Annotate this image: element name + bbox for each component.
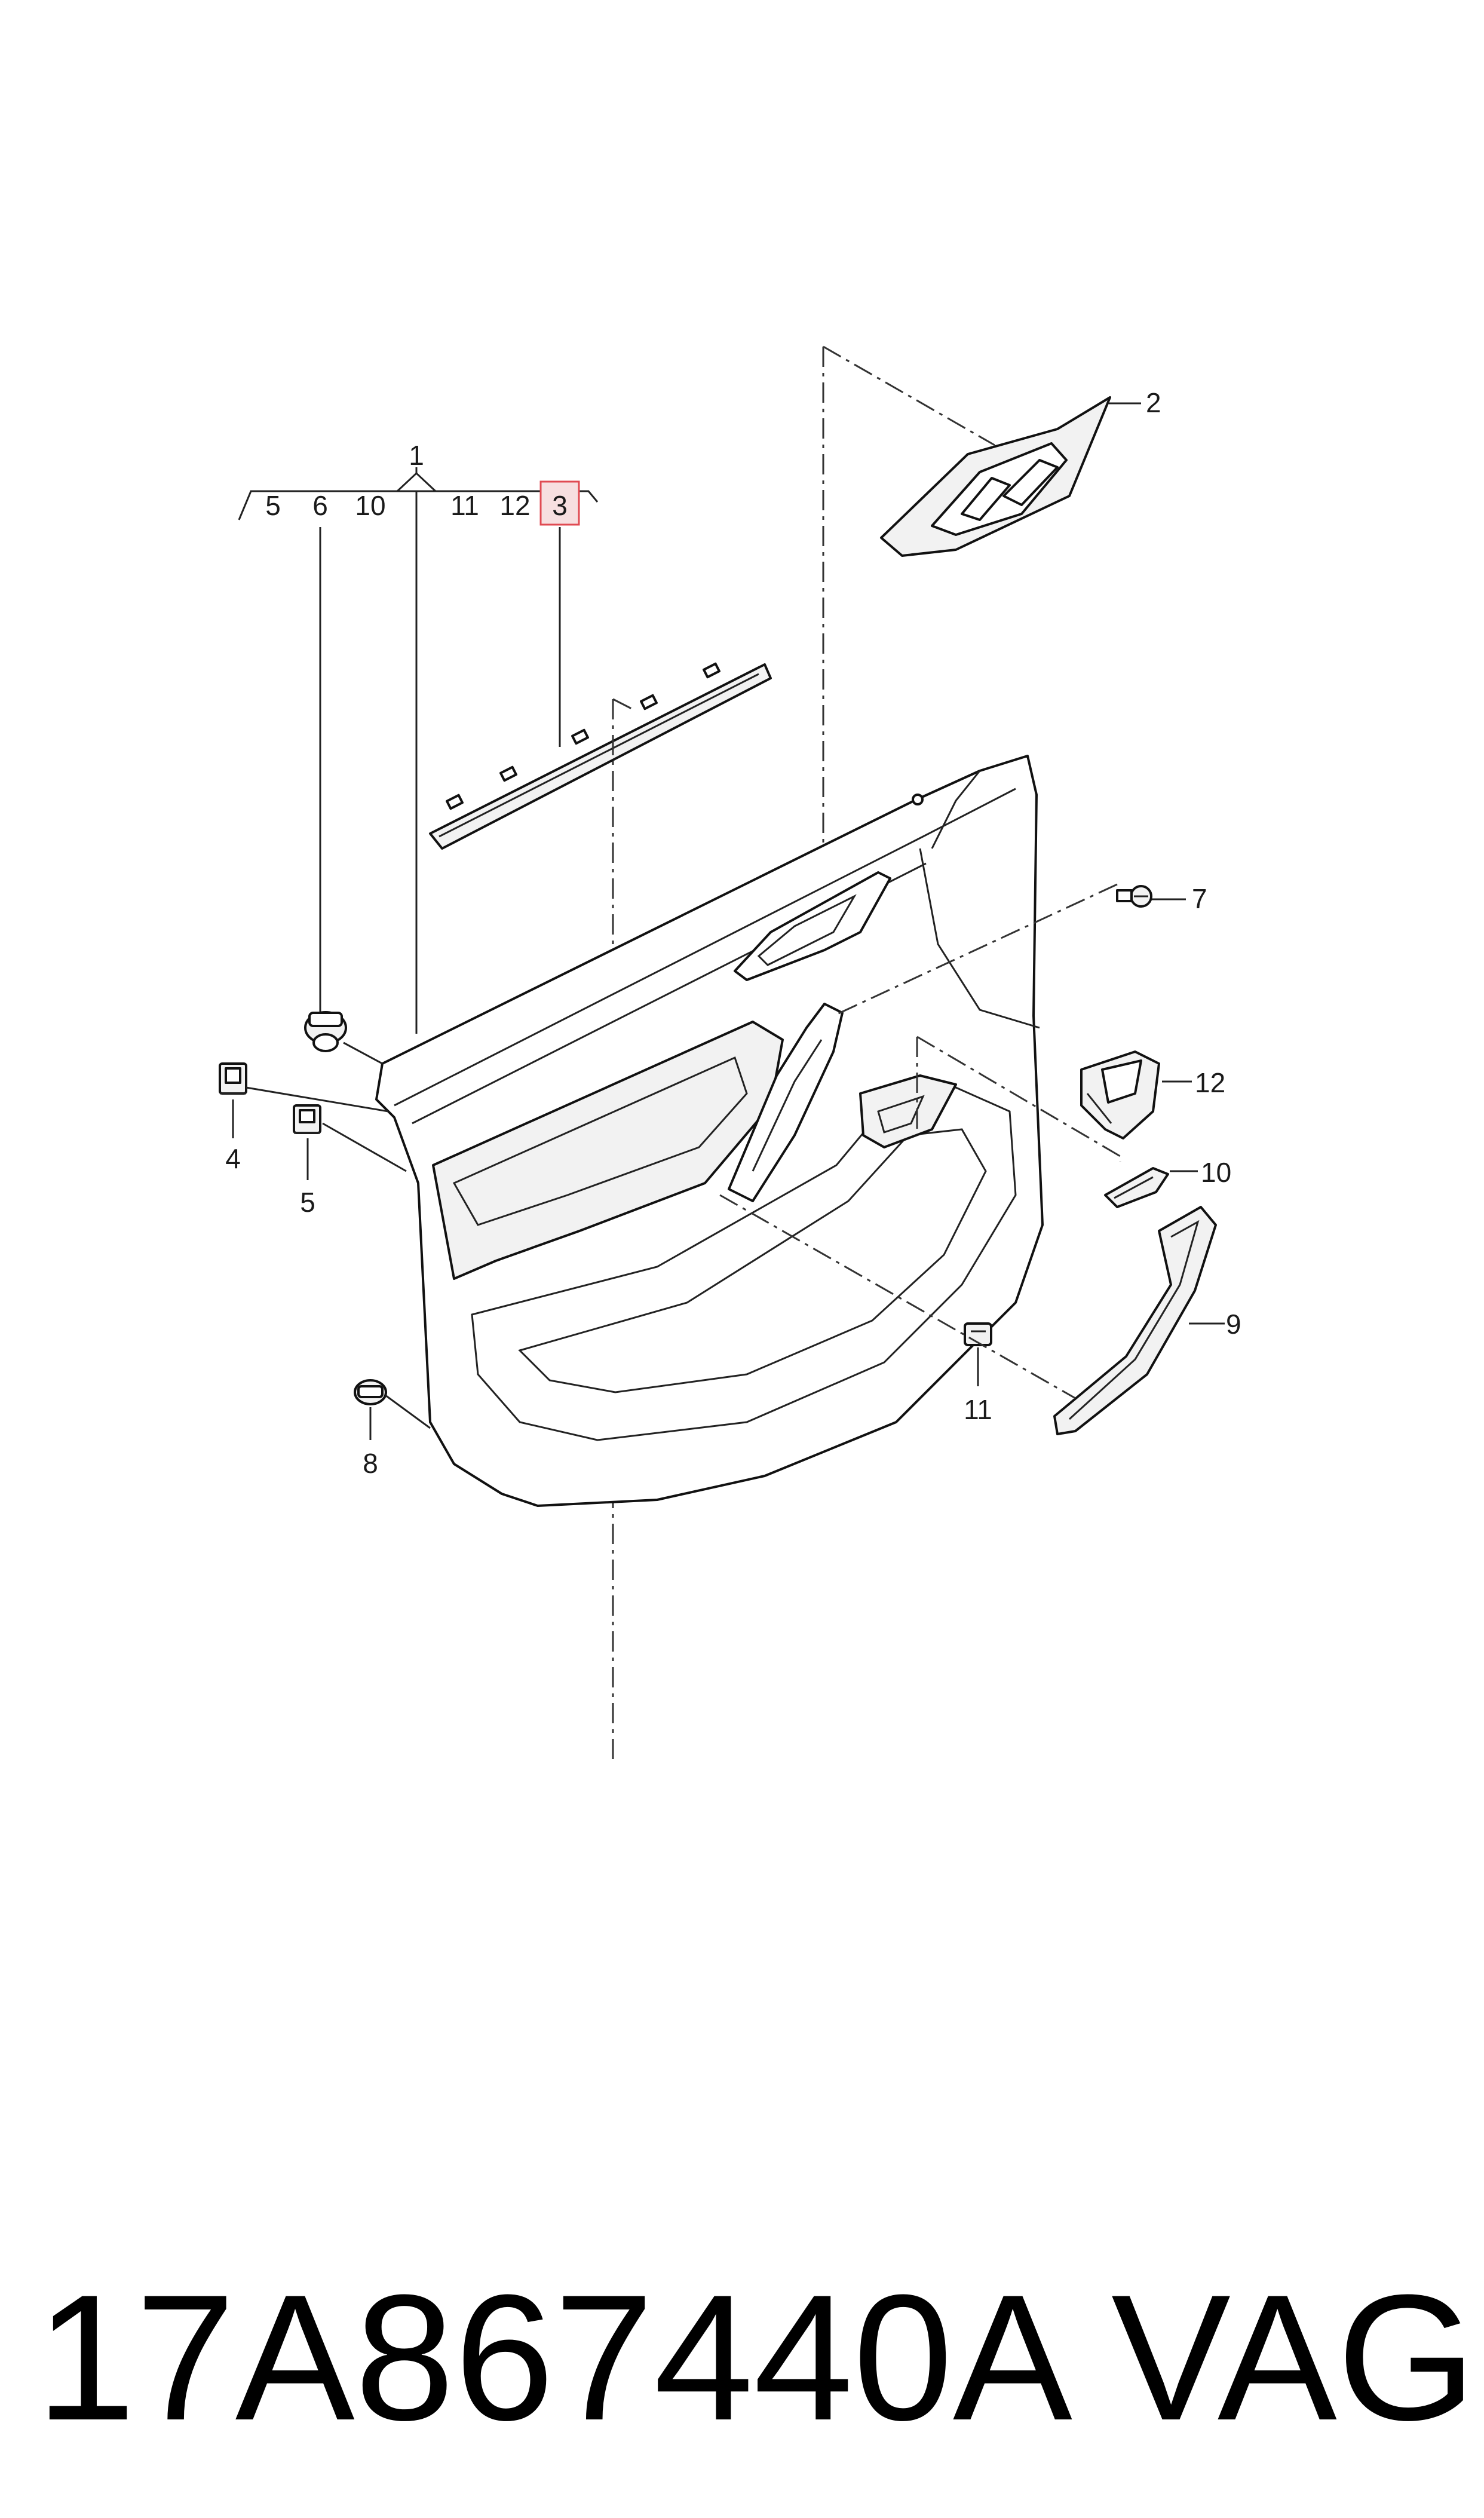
leader-6-to-panel <box>343 1041 383 1065</box>
leader-5-to-panel <box>322 1122 407 1172</box>
group-item-10: 10 <box>355 490 385 521</box>
callout-8: 8 <box>363 1448 378 1479</box>
callout-12: 12 <box>1195 1067 1225 1098</box>
callout-7: 7 <box>1192 883 1207 914</box>
leader-8-to-panel <box>385 1394 431 1429</box>
trim-strip-part-3 <box>429 662 772 850</box>
cap-part-10 <box>1104 1167 1169 1208</box>
callout-9: 9 <box>1226 1309 1241 1340</box>
callout-11: 11 <box>964 1394 992 1425</box>
callout-3-highlighted: 3 <box>552 490 568 521</box>
callout-5: 5 <box>300 1187 315 1218</box>
callout-4: 4 <box>225 1143 241 1174</box>
callout-10: 10 <box>1201 1157 1231 1188</box>
switch-bezel-part-12 <box>1080 1050 1160 1139</box>
handle-trim-part-2 <box>880 396 1111 557</box>
clip-part-6 <box>304 1011 347 1052</box>
group-item-6: 6 <box>312 490 328 521</box>
axis-screw-7 <box>833 883 1118 1017</box>
brand-label: VAG <box>1111 2257 1477 2458</box>
group-item-12: 12 <box>499 490 530 521</box>
axis-clip-11 <box>719 1194 1076 1399</box>
clip-part-5 <box>293 1104 321 1134</box>
lower-trim-part-9 <box>1053 1206 1217 1435</box>
clip-part-8 <box>354 1379 387 1405</box>
screw-part-7 <box>1116 885 1152 908</box>
callout-2: 2 <box>1146 387 1161 418</box>
part-number: 17A867440A <box>36 2257 1072 2458</box>
axis-handle-2 <box>823 345 995 446</box>
highlight-box <box>539 480 580 526</box>
axis-switch-12 <box>916 1036 1121 1162</box>
group-bracket <box>238 467 599 520</box>
leader-4-to-panel <box>246 1086 389 1113</box>
axis-trim-3-top <box>612 698 637 712</box>
door-trim-panel <box>375 755 1044 1507</box>
clip-part-4 <box>219 1062 247 1095</box>
group-item-11: 11 <box>450 490 479 521</box>
group-item-5: 5 <box>265 490 281 521</box>
callout-1: 1 <box>409 440 424 471</box>
